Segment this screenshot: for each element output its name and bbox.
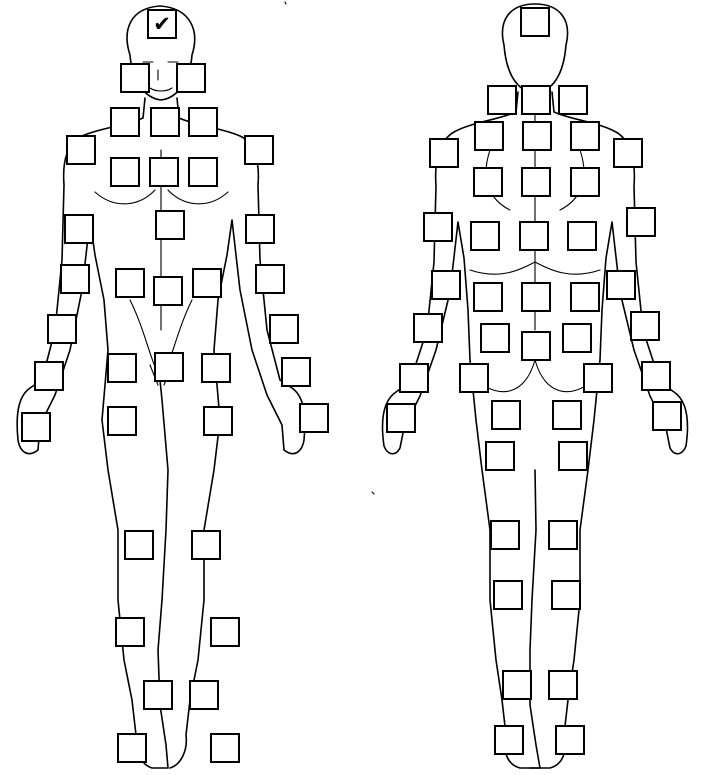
- back-checkbox-neck-back-center[interactable]: [521, 85, 551, 115]
- back-checkbox-spine-lower[interactable]: [521, 282, 551, 312]
- back-checkbox-mid-back-left[interactable]: [470, 221, 500, 251]
- back-checkbox-neck-back-left[interactable]: [487, 85, 517, 115]
- back-checkbox-elbow-back-right[interactable]: [606, 270, 636, 300]
- back-checkbox-mid-back-right[interactable]: [567, 221, 597, 251]
- front-checkbox-abdomen-center[interactable]: [153, 276, 183, 306]
- front-checkbox-groin-right[interactable]: [107, 353, 137, 383]
- front-checkbox-elbow-left[interactable]: [255, 264, 285, 294]
- front-checkbox-knee-left[interactable]: [191, 530, 221, 560]
- back-checkbox-knee-back-right[interactable]: [548, 520, 578, 550]
- front-checkbox-upper-arm-right[interactable]: [64, 214, 94, 244]
- back-checkbox-buttock-right[interactable]: [552, 400, 582, 430]
- front-checkbox-chest-right[interactable]: [110, 157, 140, 187]
- back-checkbox-knee-back-left[interactable]: [490, 520, 520, 550]
- back-checkbox-forearm-back-right[interactable]: [630, 311, 660, 341]
- front-checkbox-foot-right[interactable]: [117, 733, 147, 763]
- back-checkbox-calf-left[interactable]: [493, 580, 523, 610]
- back-checkbox-wrist-back-right[interactable]: [641, 361, 671, 391]
- back-checkbox-elbow-back-left[interactable]: [431, 270, 461, 300]
- back-checkbox-upper-back-left[interactable]: [474, 121, 504, 151]
- back-checkbox-forearm-back-left[interactable]: [413, 313, 443, 343]
- back-checkbox-calf-right[interactable]: [551, 580, 581, 610]
- front-checkbox-chest-left[interactable]: [188, 157, 218, 187]
- back-checkbox-spine-mid[interactable]: [519, 221, 549, 251]
- back-checkbox-upper-arm-back-left[interactable]: [423, 212, 453, 242]
- back-checkbox-ankle-back-left[interactable]: [502, 670, 532, 700]
- back-checkbox-lower-back-left[interactable]: [473, 282, 503, 312]
- back-checkbox-scapula-right[interactable]: [570, 167, 600, 197]
- front-checkbox-foot-left[interactable]: [210, 733, 240, 763]
- front-checkbox-shoulder-right[interactable]: [66, 135, 96, 165]
- front-checkbox-neck-center[interactable]: [150, 107, 180, 137]
- back-checkbox-heel-left[interactable]: [494, 725, 524, 755]
- front-checkbox-shin-left[interactable]: [210, 617, 240, 647]
- front-checkbox-wrist-right[interactable]: [34, 361, 64, 391]
- stray-mark: [285, 2, 286, 4]
- front-checkbox-upper-arm-left[interactable]: [245, 214, 275, 244]
- back-checkbox-scapula-left[interactable]: [473, 167, 503, 197]
- front-checkbox-shoulder-left[interactable]: [244, 135, 274, 165]
- front-checkbox-groin-center[interactable]: [154, 352, 184, 382]
- front-checkbox-head-front[interactable]: ✔: [147, 9, 177, 39]
- checkmark-icon: ✔: [153, 14, 171, 35]
- front-checkbox-abdomen-left[interactable]: [192, 268, 222, 298]
- back-checkbox-upper-arm-back-right[interactable]: [626, 207, 656, 237]
- back-checkbox-buttock-outer-right[interactable]: [583, 363, 613, 393]
- front-checkbox-neck-left[interactable]: [188, 107, 218, 137]
- back-checkbox-ankle-back-right[interactable]: [548, 670, 578, 700]
- front-checkbox-knee-right[interactable]: [124, 530, 154, 560]
- front-checkbox-groin-left[interactable]: [201, 353, 231, 383]
- front-checkbox-elbow-right[interactable]: [60, 264, 90, 294]
- back-checkbox-wrist-back-left[interactable]: [399, 363, 429, 393]
- back-checkbox-hip-left[interactable]: [480, 323, 510, 353]
- back-checkbox-lower-back-right[interactable]: [570, 282, 600, 312]
- front-checkbox-forearm-left[interactable]: [269, 314, 299, 344]
- back-checkbox-sacrum[interactable]: [521, 331, 551, 361]
- back-checkbox-buttock-left[interactable]: [491, 400, 521, 430]
- front-checkbox-ankle-right[interactable]: [143, 680, 173, 710]
- front-checkbox-chest-center[interactable]: [149, 157, 179, 187]
- back-checkbox-upper-back-center[interactable]: [522, 121, 552, 151]
- back-checkbox-hamstring-right[interactable]: [558, 441, 588, 471]
- front-checkbox-neck-right[interactable]: [110, 107, 140, 137]
- back-checkbox-shoulder-back-left[interactable]: [429, 138, 459, 168]
- front-checkbox-thigh-right[interactable]: [107, 406, 137, 436]
- front-checkbox-sternum[interactable]: [155, 210, 185, 240]
- front-checkbox-wrist-left[interactable]: [281, 357, 311, 387]
- front-checkbox-face-left[interactable]: [176, 63, 206, 93]
- front-checkbox-thigh-left[interactable]: [203, 406, 233, 436]
- back-checkbox-buttock-outer-left[interactable]: [459, 363, 489, 393]
- back-checkbox-heel-right[interactable]: [555, 725, 585, 755]
- front-checkbox-abdomen-right[interactable]: [115, 268, 145, 298]
- front-checkbox-forearm-right[interactable]: [47, 314, 77, 344]
- front-checkbox-ankle-left[interactable]: [189, 680, 219, 710]
- back-checkbox-hip-right[interactable]: [562, 323, 592, 353]
- front-checkbox-hand-right[interactable]: [21, 412, 51, 442]
- back-checkbox-neck-back-right[interactable]: [558, 85, 588, 115]
- back-checkbox-hand-back-left[interactable]: [386, 403, 416, 433]
- back-checkbox-head-back[interactable]: [520, 7, 550, 37]
- stray-mark: [372, 492, 374, 494]
- front-checkbox-shin-right[interactable]: [115, 617, 145, 647]
- front-checkbox-hand-left[interactable]: [299, 403, 329, 433]
- back-checkbox-hamstring-left[interactable]: [485, 441, 515, 471]
- back-checkbox-shoulder-back-right[interactable]: [613, 138, 643, 168]
- back-checkbox-hand-back-right[interactable]: [652, 401, 682, 431]
- back-checkbox-spine-upper[interactable]: [521, 167, 551, 197]
- back-checkbox-upper-back-right[interactable]: [570, 121, 600, 151]
- front-checkbox-face-right[interactable]: [120, 63, 150, 93]
